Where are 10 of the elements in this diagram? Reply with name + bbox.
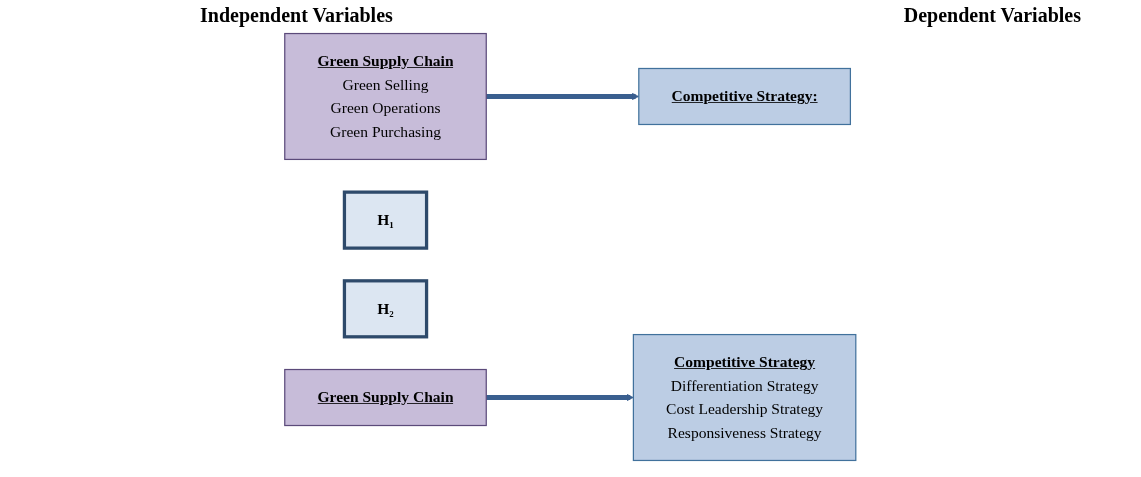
- node-box: Green Supply Chain Green Selling Green Operations Green Purchasing: [284, 32, 488, 161]
- column-heading: Dependent Variables: [903, 4, 1081, 27]
- arrow: [486, 393, 634, 402]
- node-box: Green Supply Chain: [284, 368, 488, 427]
- node-box: H₁: [343, 190, 429, 250]
- node-box: Competitive Strategy:: [638, 67, 852, 126]
- node-box: H₂: [343, 279, 429, 339]
- node-box: Competitive Strategy Differentiation Strategy Cost Leadership Strategy Responsiveness Strategy: [633, 333, 857, 462]
- column-heading: Independent Variables: [200, 4, 393, 27]
- arrow: [486, 92, 640, 101]
